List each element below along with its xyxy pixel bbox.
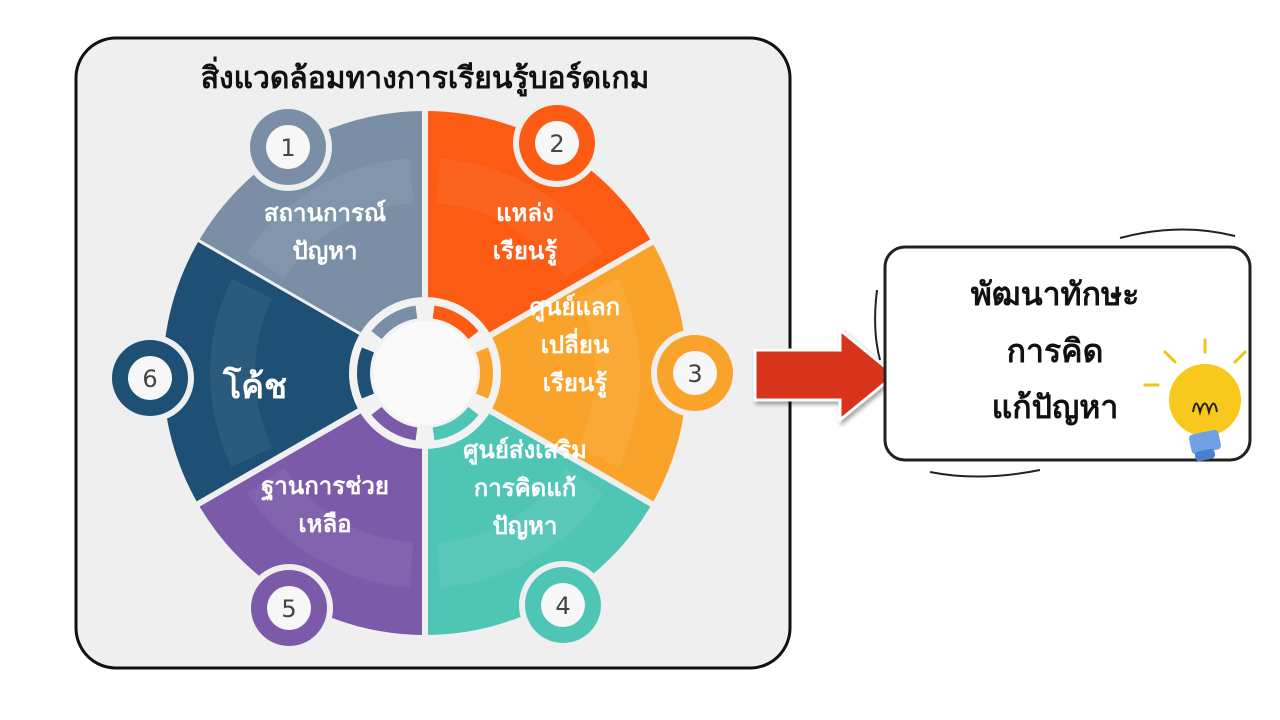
arrow-icon	[753, 326, 898, 424]
segment-3	[425, 242, 687, 504]
segment-label: เปลี่ยน	[541, 327, 610, 359]
badge-5: 5	[245, 564, 333, 652]
segment-label: เรียนรู้	[493, 237, 558, 266]
center-arc-3	[475, 347, 493, 399]
segment-label: แหล่ง	[496, 199, 554, 227]
segment-label: ศูนย์ส่งเสริม	[463, 436, 587, 465]
center-hub	[373, 321, 477, 425]
badge-number: 5	[281, 595, 296, 623]
center-arc-5	[371, 406, 418, 441]
segment-label: ปัญหา	[493, 512, 558, 540]
segment-6	[163, 242, 425, 504]
segment-band	[577, 278, 640, 468]
panel-title: สิ่งแวดล้อมทางการเรียนรู้บอร์ดเกม	[201, 56, 650, 97]
badge-number: 4	[555, 592, 570, 620]
segment-band	[436, 468, 604, 588]
outcome-box: พัฒนาทักษะ การคิด แก้ปัญหา	[874, 228, 1252, 478]
outcome-line-1: พัฒนาทักษะ	[971, 275, 1140, 313]
segment-5	[198, 373, 425, 635]
badge-number: 1	[280, 134, 295, 162]
segment-label: เหลือ	[298, 510, 351, 538]
segment-label: โค้ช	[222, 366, 287, 407]
segment-label: ปัญหา	[293, 237, 358, 265]
wheel: 1 สถานการณ์ปัญหา 2 แหล่งเรียนรู้ 3 ศูนย์แลกเป…	[106, 99, 739, 652]
segment-label: เรียนรู้	[543, 369, 608, 398]
segment-band	[436, 158, 604, 278]
segment-band	[246, 158, 414, 278]
segment-label: ศูนย์แลก	[530, 293, 620, 322]
segment-2	[425, 111, 652, 373]
badge-4: 4	[519, 561, 607, 649]
segment-label: ฐานการช่วย	[261, 472, 389, 502]
badge-3: 3	[651, 329, 739, 417]
segment-label: สถานการณ์	[264, 199, 386, 227]
segment-1	[198, 111, 425, 373]
center-arc-4	[432, 406, 479, 441]
segment-4	[425, 373, 652, 635]
badge-1: 1	[244, 103, 332, 191]
badge-number: 2	[549, 130, 564, 158]
lightbulb-icon	[1143, 338, 1247, 462]
badge-number: 3	[687, 360, 702, 388]
badge-number: 6	[142, 365, 157, 393]
outcome-line-2: การคิด	[1007, 332, 1104, 370]
center-arc-1	[371, 305, 418, 340]
outcome-line-3: แก้ปัญหา	[992, 388, 1119, 426]
segment-label: การคิดแก้	[474, 474, 577, 502]
center-arc-2	[432, 305, 479, 340]
center-arc-6	[357, 347, 375, 399]
badge-6: 6	[106, 334, 194, 422]
segment-band	[210, 278, 273, 468]
badge-2: 2	[513, 99, 601, 187]
segment-band	[246, 468, 414, 588]
